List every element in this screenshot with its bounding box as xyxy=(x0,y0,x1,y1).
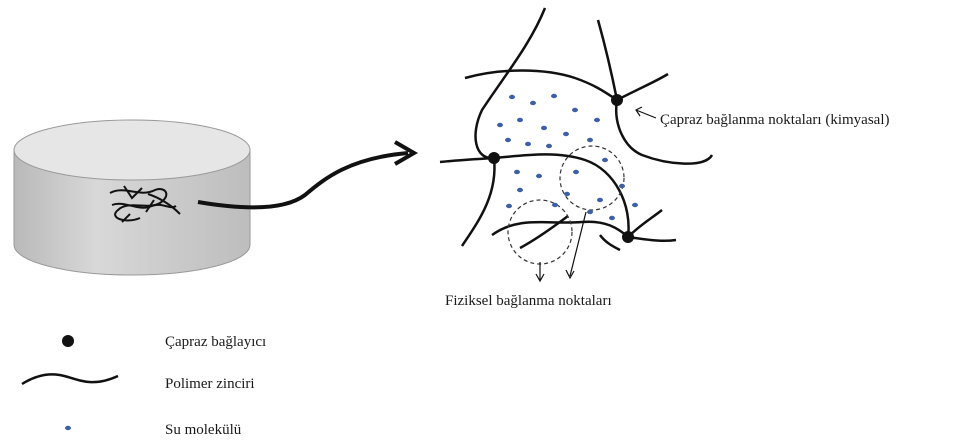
legend-label-crosslinker: Çapraz bağlayıcı xyxy=(165,334,266,350)
legend-label-polymer-chain: Polimer zinciri xyxy=(165,376,255,392)
polymer-network xyxy=(440,8,712,250)
physical-crosslinks-label: Fiziksel bağlanma noktaları xyxy=(445,293,612,309)
crosslink-point xyxy=(611,94,623,106)
water-molecule-icon xyxy=(65,426,71,430)
crosslink-point xyxy=(488,152,500,164)
legend-label-water-molecule: Su molekülü xyxy=(165,422,242,438)
chemical-crosslinks-label: Çapraz bağlanma noktaları (kimyasal) xyxy=(660,112,890,128)
polymer-chain-icon xyxy=(22,374,118,384)
chemical-label-pointer xyxy=(636,107,656,118)
crosslink-point xyxy=(622,231,634,243)
legend: Çapraz bağlayıcı Polimer zinciri Su mole… xyxy=(22,334,266,438)
physical-crosslink-circle xyxy=(508,200,572,264)
crosslinker-dot-icon xyxy=(62,335,74,347)
